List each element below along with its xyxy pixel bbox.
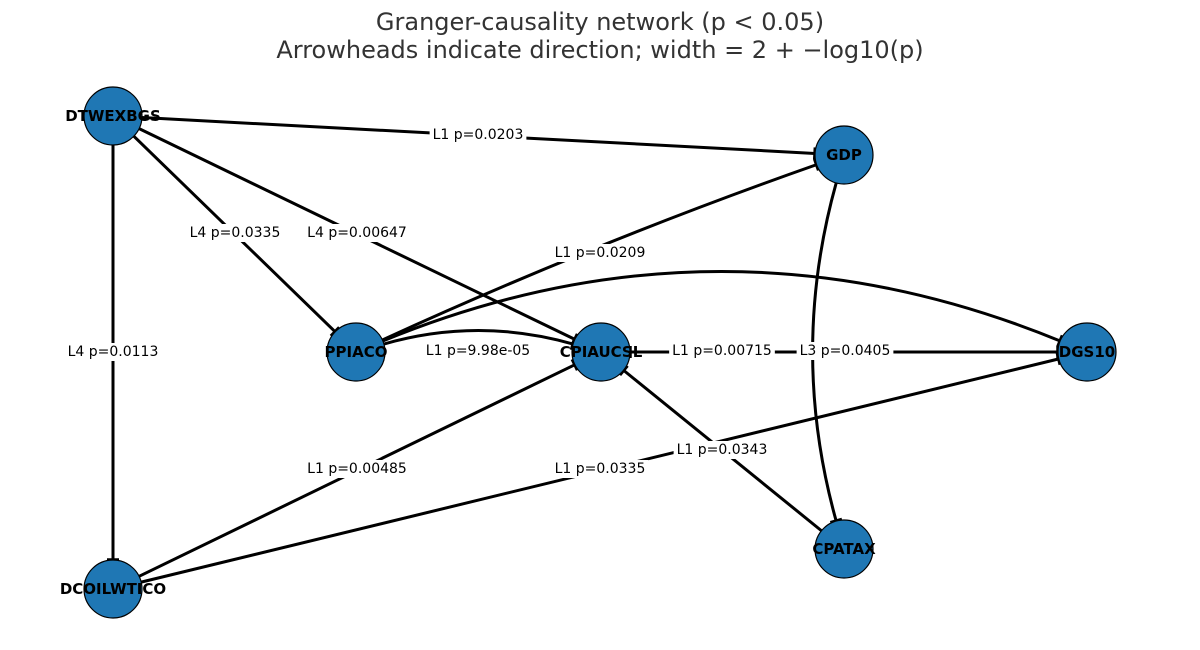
edge-label-text: L1 p=0.0203	[433, 127, 524, 143]
edge-label-text: L1 p=0.0343	[677, 442, 768, 458]
edge-dcoilwtico-to-cpiaucsl-label: L1 p=0.00485	[304, 460, 410, 478]
edge-dtwexbgs-to-cpiaucsl-label: L4 p=0.00647	[304, 224, 410, 242]
node-dgs10: DGS10	[1057, 322, 1117, 382]
edge-cpatax-to-cpiaucsl-label: L1 p=0.0343	[673, 441, 771, 459]
edge-label-background	[669, 342, 775, 360]
edge-label-text: L4 p=0.00647	[307, 225, 407, 241]
edge-label-background	[551, 244, 649, 262]
node-label: DTWEXBGS	[65, 107, 161, 125]
edge-label-text: L4 p=0.0113	[68, 344, 159, 360]
edge-dtwexbgs-to-dcoilwtico-label: L4 p=0.0113	[64, 343, 162, 361]
node-label: DGS10	[1059, 343, 1115, 361]
edge-ppiaco-to-cpiaucsl-label: L1 p=9.98e-05	[422, 342, 534, 360]
edge-label-background	[551, 460, 649, 478]
node-label: PPIACO	[325, 343, 388, 361]
edge-dtwexbgs-to-ppiaco-label: L4 p=0.0335	[186, 224, 284, 242]
edge-label-text: L1 p=9.98e-05	[426, 343, 530, 359]
edge-labels-layer: L1 p=0.0203 L4 p=0.0335 L4 p=0.00647 L4 p=0…	[64, 126, 894, 478]
node-circle	[83, 559, 143, 619]
edge-label-background	[796, 342, 894, 360]
node-dcoilwtico: DCOILWTICO	[60, 559, 166, 619]
edge-label-text: L1 p=0.0209	[555, 245, 646, 261]
edge-label-text: L3 p=0.0405	[800, 343, 891, 359]
node-label: DCOILWTICO	[60, 580, 166, 598]
node-circle	[814, 519, 874, 579]
edge-label-text: L4 p=0.0335	[190, 225, 281, 241]
edge-label-text: L1 p=0.00485	[307, 461, 407, 477]
node-label: CPIAUCSL	[560, 343, 643, 361]
edge-ppiaco-to-cpiaucsl	[383, 329, 574, 346]
edge-ppiaco-to-dgs10	[382, 270, 1061, 343]
node-circle	[326, 322, 386, 382]
node-dtwexbgs: DTWEXBGS	[65, 86, 161, 146]
node-circle	[1057, 322, 1117, 382]
node-cpatax: CPATAX	[812, 519, 876, 579]
edge-dgs10-to-cpiaucsl-label: L3 p=0.0405	[796, 342, 894, 360]
node-circle	[83, 86, 143, 146]
node-circle	[814, 125, 874, 185]
edge-ppiaco-to-gdp-label: L1 p=0.0209	[551, 244, 649, 262]
edge-label-background	[429, 126, 527, 144]
edge-label-background	[304, 460, 410, 478]
diagram-title-line-2: Arrowheads indicate direction; width = 2…	[276, 36, 923, 64]
edge-label-background	[422, 342, 534, 360]
node-label: CPATAX	[812, 540, 876, 558]
edge-label-text: L1 p=0.0335	[555, 461, 646, 477]
edge-label-background	[186, 224, 284, 242]
node-circle	[571, 322, 631, 382]
node-ppiaco: PPIACO	[325, 322, 388, 382]
edge-dcoilwtico-to-dgs10-label: L1 p=0.0335	[551, 460, 649, 478]
edge-label-background	[64, 343, 162, 361]
node-label: GDP	[826, 146, 862, 164]
edge-cpiaucsl-to-dgs10-label: L1 p=0.00715	[669, 342, 775, 360]
diagram-title-line-1: Granger-causality network (p < 0.05)	[376, 8, 824, 36]
edge-label-text: L1 p=0.00715	[672, 343, 772, 359]
edge-dtwexbgs-to-gdp-label: L1 p=0.0203	[429, 126, 527, 144]
edge-label-background	[304, 224, 410, 242]
edge-label-background	[673, 441, 771, 459]
node-gdp: GDP	[814, 125, 874, 185]
node-cpiaucsl: CPIAUCSL	[560, 322, 643, 382]
